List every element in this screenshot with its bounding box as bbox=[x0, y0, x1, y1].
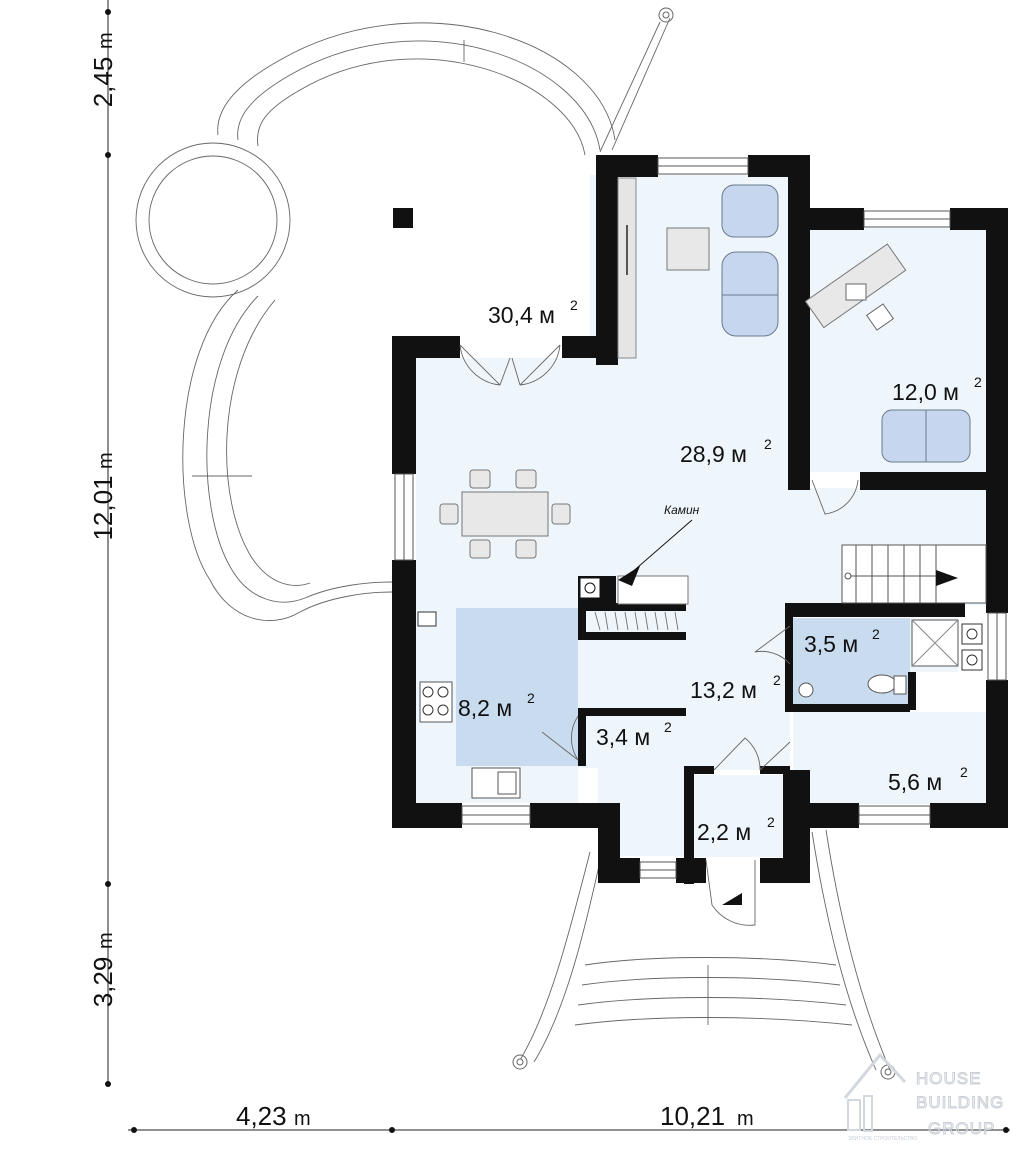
dimension-bottom-height: 3,29 m bbox=[88, 932, 118, 1007]
room-area-kitchen-sup: 2 bbox=[527, 690, 535, 706]
room-label-kitchen: 8,2 м 2 bbox=[458, 690, 535, 721]
dimension-middle-height-value: 12,01 bbox=[88, 475, 118, 540]
column bbox=[393, 208, 413, 228]
room-area-boiler: 5,6 м bbox=[888, 769, 942, 795]
logo-line3: GROUP bbox=[928, 1119, 995, 1138]
room-area-office: 12,0 м bbox=[892, 379, 959, 405]
room-label-boiler: 5,6 м 2 bbox=[888, 764, 968, 795]
room-area-terrace-sup: 2 bbox=[570, 297, 578, 313]
room-area-hall: 13,2 м bbox=[690, 677, 757, 703]
logo-house-outline bbox=[843, 1052, 907, 1132]
room-area-office-sup: 2 bbox=[974, 374, 982, 390]
dimension-top-height: 2,45 m bbox=[88, 32, 118, 107]
room-area-living-sup: 2 bbox=[764, 436, 772, 452]
room-area-bathroom-sup: 2 bbox=[872, 626, 880, 642]
furniture bbox=[417, 177, 983, 799]
room-label-living: 28,9 м 2 bbox=[680, 436, 772, 467]
room-area-vestibule: 2,2 м bbox=[697, 819, 751, 845]
room-label-office: 12,0 м 2 bbox=[892, 374, 982, 405]
dimension-top-height-unit: m bbox=[95, 32, 117, 49]
dimension-middle-height-unit: m bbox=[95, 452, 117, 469]
entrance-steps bbox=[512, 829, 896, 1080]
fireplace-area bbox=[579, 519, 693, 631]
dimension-left-width-value: 4,23 bbox=[236, 1101, 287, 1131]
room-area-pantry: 3,4 м bbox=[596, 724, 650, 750]
logo-tagline: ЭЛИТНОЕ СТРОИТЕЛЬСТВО bbox=[848, 1136, 917, 1142]
fireplace-label: Камин bbox=[664, 503, 700, 517]
dimension-bottom-height-unit: m bbox=[95, 932, 117, 949]
room-area-pantry-sup: 2 bbox=[664, 719, 672, 735]
logo-line1: HOUSE bbox=[916, 1069, 981, 1088]
walls bbox=[392, 155, 1008, 884]
dimension-left-width: 4,23 m bbox=[236, 1101, 311, 1131]
stairs bbox=[841, 544, 987, 604]
room-label-terrace: 30,4 м 2 bbox=[488, 297, 578, 328]
dimension-main-width: 10,21 m bbox=[660, 1101, 754, 1131]
room-label-vestibule: 2,2 м 2 bbox=[697, 814, 775, 845]
room-area-boiler-sup: 2 bbox=[960, 764, 968, 780]
room-area-kitchen: 8,2 м bbox=[458, 695, 512, 721]
terrace-outline bbox=[135, 7, 674, 621]
room-area-vestibule-sup: 2 bbox=[767, 814, 775, 830]
dimension-main-width-value: 10,21 bbox=[660, 1101, 725, 1131]
dimension-main-width-unit: m bbox=[737, 1108, 754, 1130]
dimension-bottom-height-value: 3,29 bbox=[88, 957, 118, 1008]
doors bbox=[459, 344, 859, 926]
logo-line2: BUILDING bbox=[916, 1093, 1004, 1112]
room-area-hall-sup: 2 bbox=[773, 672, 781, 688]
dimension-top-height-value: 2,45 bbox=[88, 57, 118, 108]
room-label-hall: 13,2 м 2 bbox=[690, 672, 781, 703]
dimension-middle-height: 12,01 m bbox=[88, 452, 118, 540]
room-label-bathroom: 3,5 м 2 bbox=[804, 626, 880, 657]
room-area-bathroom: 3,5 м bbox=[804, 631, 858, 657]
room-area-terrace: 30,4 м bbox=[488, 302, 555, 328]
room-area-living: 28,9 м bbox=[680, 441, 747, 467]
windows bbox=[394, 157, 1007, 879]
dimension-left-width-unit: m bbox=[294, 1108, 311, 1130]
room-label-pantry: 3,4 м 2 bbox=[596, 719, 672, 750]
